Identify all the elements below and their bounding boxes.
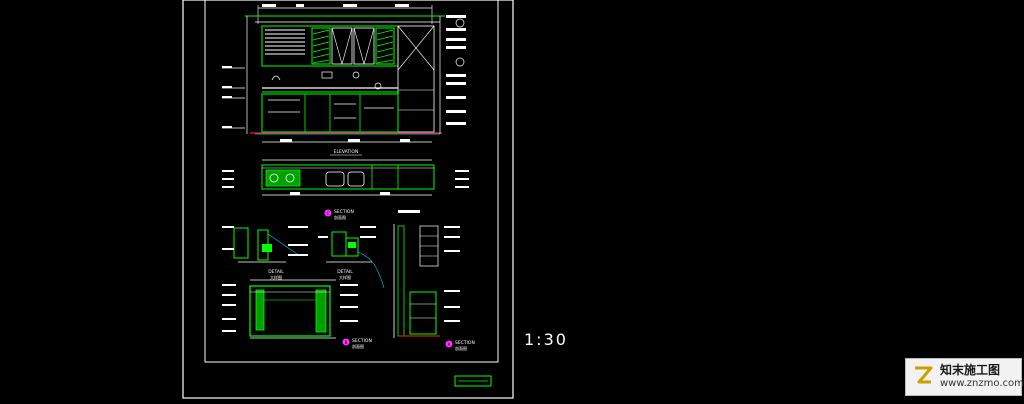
znzmo-logo-icon	[915, 366, 933, 384]
plan-section-view: C SECTION 剖面图	[222, 159, 469, 220]
svg-text:B: B	[345, 340, 348, 345]
elevation-title: ELEVATION	[334, 149, 359, 155]
title-block	[454, 375, 492, 387]
section-b-title: SECTION	[352, 338, 372, 344]
detail-1-title: DETAIL	[268, 269, 284, 275]
watermark-title: 知末施工图	[940, 363, 1001, 377]
cabinet-section-view: B SECTION 剖面图	[222, 279, 372, 349]
detail-2-view: DETAIL 大样图	[318, 226, 385, 289]
detail-2-title: DETAIL	[337, 269, 353, 275]
elevation-view: ELEVATION	[222, 4, 466, 156]
section-b-subtitle: 剖面图	[352, 343, 364, 349]
section-marker-icon	[455, 57, 465, 67]
section-a-subtitle: 剖面图	[455, 345, 467, 351]
watermark-badge: 知末施工图 www.znzmo.com	[905, 358, 1024, 396]
scale-label: 1:30	[524, 330, 568, 349]
watermark-url: www.znzmo.com	[940, 378, 1024, 389]
detail-1-view: DETAIL 大样图	[222, 226, 308, 280]
side-section-view: A SECTION 剖面图	[393, 224, 475, 351]
svg-text:C: C	[327, 211, 330, 216]
section-marker-icon	[455, 18, 465, 28]
section-c-title: SECTION	[334, 209, 354, 215]
sheet-inner-frame	[204, 0, 499, 363]
detail-2-subtitle: 大样图	[339, 274, 351, 280]
section-a-title: SECTION	[455, 340, 475, 346]
detail-1-subtitle: 大样图	[270, 274, 282, 280]
section-c-subtitle: 剖面图	[334, 214, 346, 220]
sheet-outer-border	[182, 0, 514, 399]
svg-text:A: A	[448, 342, 451, 347]
